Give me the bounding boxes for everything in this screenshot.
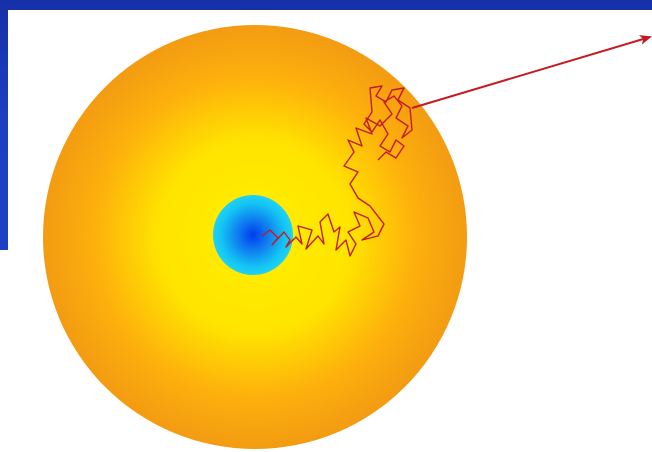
inner-core: [213, 195, 293, 275]
random-walk-path: [261, 85, 413, 257]
escape-arrow: [411, 35, 652, 109]
